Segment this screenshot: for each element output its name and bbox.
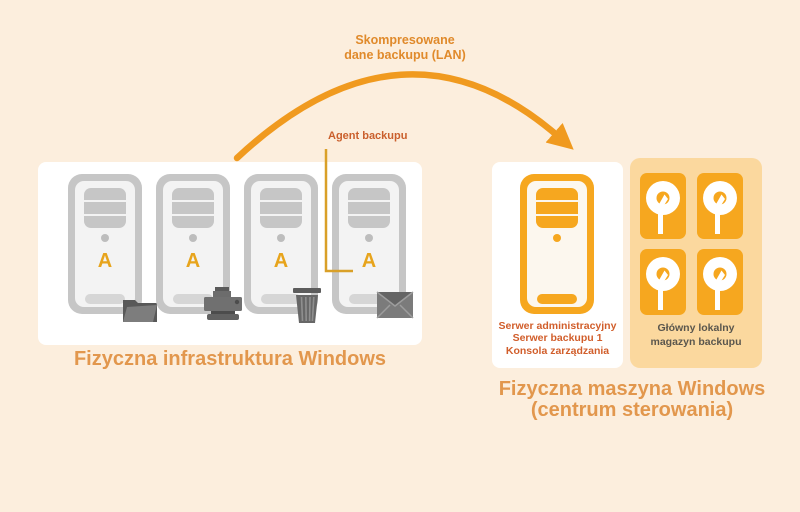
vent-grille-icon bbox=[536, 188, 578, 228]
control-server-caption-line3: Konsola zarządzania bbox=[505, 344, 610, 357]
hard-disk-icon bbox=[697, 173, 743, 239]
storage-caption-line2: magazyn backupu bbox=[650, 335, 742, 348]
control-server-tower bbox=[520, 174, 594, 314]
agent-backup-label: Agent backupu bbox=[328, 130, 408, 142]
hard-disk-icon bbox=[640, 173, 686, 239]
control-machine-caption-line1: Fizyczna maszyna Windows bbox=[498, 378, 766, 400]
server-tower-3: A bbox=[244, 174, 321, 323]
arrow-curve bbox=[233, 71, 574, 162]
drive-bay bbox=[349, 294, 389, 304]
control-server-caption-line2: Serwer backupu 1 bbox=[512, 332, 603, 345]
agent-letter: A bbox=[273, 250, 289, 272]
envelope-icon bbox=[376, 291, 414, 319]
drive-bay bbox=[85, 294, 125, 304]
drive-bay bbox=[173, 294, 213, 304]
drive-bay bbox=[261, 294, 301, 304]
lan-transfer-label-line2: dane backupu (LAN) bbox=[344, 48, 466, 62]
physical-infrastructure-panel: A A bbox=[38, 162, 422, 345]
vent-grille-icon bbox=[84, 188, 126, 228]
power-button-icon bbox=[365, 234, 373, 242]
vent-grille-icon bbox=[172, 188, 214, 228]
control-server-panel: Serwer administracyjny Serwer backupu 1 … bbox=[492, 162, 623, 368]
infrastructure-caption: Fizyczna infrastruktura Windows bbox=[73, 348, 387, 370]
power-button-icon bbox=[277, 234, 285, 242]
control-machine-caption-line2: (centrum sterowania) bbox=[530, 399, 734, 421]
backup-storage-panel: Główny lokalny magazyn backupu bbox=[630, 158, 762, 368]
power-button-icon bbox=[553, 234, 561, 242]
drive-bay bbox=[537, 294, 577, 304]
lan-transfer-label-line1: Skompresowane bbox=[355, 33, 455, 47]
hard-disk-icon bbox=[697, 249, 743, 315]
hard-disk-icon bbox=[640, 249, 686, 315]
power-button-icon bbox=[189, 234, 197, 242]
power-button-icon bbox=[101, 234, 109, 242]
server-tower-4: A bbox=[332, 174, 414, 319]
agent-letter: A bbox=[185, 250, 201, 272]
control-server-caption: Serwer administracyjny Serwer backupu 1 … bbox=[492, 320, 623, 357]
server-tower-1: A bbox=[68, 174, 157, 322]
vent-grille-icon bbox=[260, 188, 302, 228]
storage-caption: Główny lokalny magazyn backupu bbox=[630, 322, 762, 349]
server-tower-2: A bbox=[156, 174, 242, 320]
vent-grille-icon bbox=[348, 188, 390, 228]
lan-transfer-label: Skompresowane dane backupu (LAN) bbox=[275, 33, 535, 63]
folder-icon bbox=[123, 300, 157, 322]
trash-icon bbox=[293, 288, 321, 323]
control-server-caption-line1: Serwer administracyjny bbox=[498, 320, 617, 332]
agent-letter: A bbox=[361, 250, 377, 272]
agent-letter: A bbox=[97, 250, 113, 272]
printer-icon bbox=[204, 287, 242, 320]
control-machine-caption: Fizyczna maszyna Windows (centrum sterow… bbox=[462, 379, 800, 421]
storage-caption-line1: Główny lokalny bbox=[657, 322, 735, 334]
